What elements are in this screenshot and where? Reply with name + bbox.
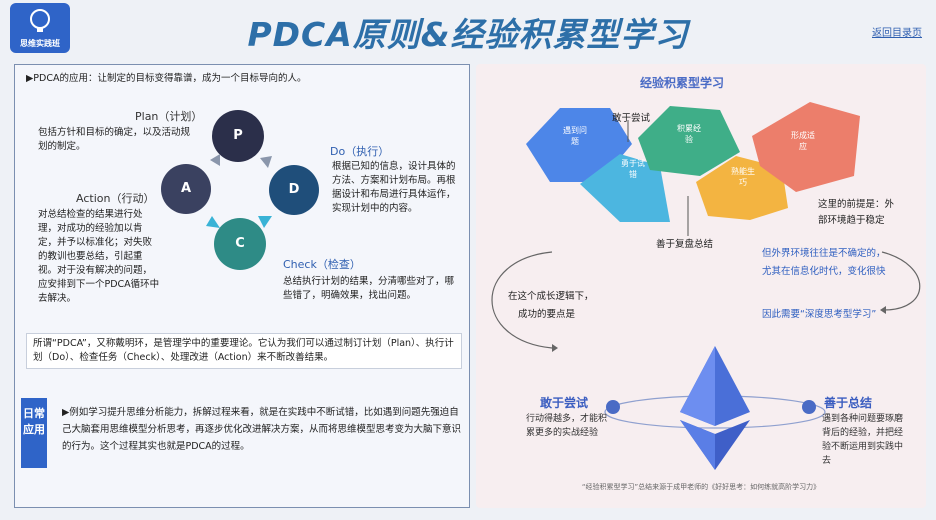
left-curved-arrow — [491, 251, 553, 349]
check-circle: C — [214, 218, 266, 270]
step-label-4: 熟能生巧 — [731, 167, 755, 187]
experience-steps-diagram — [526, 102, 860, 236]
step-shape-3 — [638, 106, 740, 176]
step-label-5: 形成适应 — [791, 131, 815, 151]
check-heading: Check（检查） — [283, 258, 361, 271]
step-label-2: 勇于试错 — [621, 159, 645, 179]
step-shape-5 — [752, 102, 860, 192]
logo-text: 思维实践班 — [20, 39, 60, 48]
plan-heading: Plan（计划） — [135, 110, 203, 123]
callout-premise-1: 这里的前提是：外 — [818, 199, 895, 210]
arrow-plan-to-do-icon — [260, 156, 272, 168]
source-footer: “经验积累型学习”总结来源于成甲老师的《好好思考：如何练就高阶学习力》 — [581, 483, 821, 491]
tip-try-text: 行动得越多，才能积累更多的实战经验 — [526, 414, 608, 438]
lightbulb-icon — [30, 9, 50, 32]
growth-logic-note-2: 成功的要点是 — [518, 309, 576, 320]
callout-try: 敢于尝试 — [612, 113, 651, 124]
callout-premise-2: 部环境趋于稳定 — [818, 215, 885, 226]
growth-logic-note-1: 在这个成长逻辑下， — [508, 291, 594, 302]
arrow-action-to-plan-icon — [210, 154, 220, 166]
step-label-1: 遇到问题 — [563, 126, 587, 146]
daily-application-text: ▶例如学习提升思维分析能力，拆解过程来看，就是在实践中不断试错，比如遇到问题先强… — [62, 407, 462, 452]
lightbulb-icon — [606, 400, 620, 414]
pdca-definition: 所谓“PDCA”，又称戴明环，是管理学中的重要理论。它认为我们可以通过制订计划（… — [26, 333, 462, 369]
do-heading: Do（执行） — [330, 145, 390, 158]
check-text: 总结执行计划的结果，分清哪些对了，哪些错了，明确效果，找出问题。 — [283, 276, 455, 301]
plan-circle: P — [212, 110, 264, 162]
tip-try-title: 敢于尝试 — [540, 396, 589, 410]
do-circle: D — [269, 165, 319, 215]
callout-review: 善于复盘总结 — [656, 239, 714, 250]
deep-thinking-note: 因此需要“深度思考型学习” — [762, 309, 877, 320]
step-shape-2 — [580, 154, 670, 222]
arrow-check-to-action-icon — [206, 216, 220, 228]
step-label-3: 积累经验 — [677, 124, 701, 144]
pdca-intro: ▶PDCA的应用：让制定的目标变得靠谱，成为一个目标导向的人。 — [26, 73, 307, 84]
tools-icon — [802, 400, 816, 414]
page-title: PDCA原则&经验积累型学习 — [247, 15, 689, 54]
daily-application-tag: 日常应用 — [21, 398, 47, 468]
experience-title: 经验积累型学习 — [640, 76, 725, 90]
tip-summary-title: 善于总结 — [824, 396, 873, 410]
step-shape-4 — [696, 156, 788, 220]
arrow-do-to-check-icon — [258, 216, 272, 228]
tip-summary-text: 遇到各种问题要琢磨背后的经验，并把经验不断运用到实践中去 — [822, 414, 904, 466]
action-heading: Action（行动） — [76, 192, 155, 205]
uncertainty-note-1: 但外界环境往往是不确定的， — [762, 248, 886, 259]
plan-text: 包括方针和目标的确定，以及活动规划的制定。 — [38, 127, 191, 152]
brand-logo: 思维实践班 — [10, 3, 70, 53]
action-text: 对总结检查的结果进行处理，对成功的经验加以肯定，并予以标准化；对失败的教训也要总… — [38, 209, 160, 304]
back-to-contents-link[interactable]: 返回目录页 — [872, 28, 922, 39]
do-text: 根据已知的信息，设计具体的方法、方案和计划布局。再根据设计和布局进行具体运作，实… — [332, 161, 456, 214]
flow-arrows — [491, 251, 921, 352]
crystal-illustration — [604, 346, 826, 470]
uncertainty-note-2: 尤其在信息化时代，变化很快 — [762, 266, 886, 277]
pdca-cycle-arrows — [206, 154, 272, 228]
step-shape-1 — [526, 108, 632, 182]
right-curved-arrow — [881, 251, 921, 311]
action-circle: A — [161, 164, 211, 214]
